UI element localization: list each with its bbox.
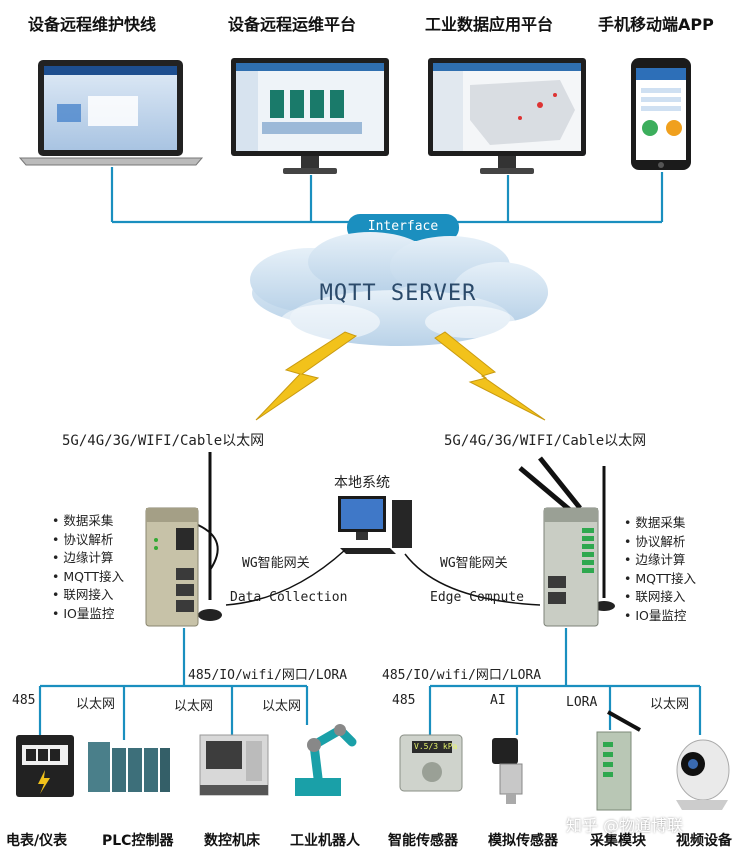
title-industrial-data-platform: 工业数据应用平台 bbox=[425, 15, 554, 34]
branch-label-ethernet: 以太网 bbox=[174, 699, 214, 714]
data-collection-label: Data Collection bbox=[230, 590, 348, 605]
branch-label-ethernet: 以太网 bbox=[76, 697, 116, 712]
bus-right-label: 485/IO/wifi/网口/LORA bbox=[382, 668, 542, 683]
device-label-collection-module: 采集模块 bbox=[590, 833, 646, 849]
feature-item: • 数据采集 bbox=[52, 513, 114, 528]
branch-label-485: 485 bbox=[392, 693, 416, 708]
branch-label-ethernet: 以太网 bbox=[650, 697, 690, 712]
device-label-smart-sensor: 智能传感器 bbox=[388, 833, 458, 849]
sensor-display-text: V.5/3 kPa bbox=[414, 742, 458, 751]
feature-item: • 边缘计算 bbox=[52, 550, 114, 566]
feature-item: • MQTT接入 bbox=[624, 570, 697, 586]
local-system-label: 本地系统 bbox=[334, 475, 390, 491]
meter-icon bbox=[16, 735, 74, 797]
monitor-ops-icon bbox=[231, 58, 389, 174]
device-label-video: 视频设备 bbox=[676, 833, 732, 849]
branch-label-ethernet: 以太网 bbox=[262, 699, 302, 714]
feature-item: • 联网接入 bbox=[624, 589, 686, 605]
local-computer-icon bbox=[338, 496, 412, 554]
lightning-right-icon bbox=[434, 331, 546, 421]
analog-sensor-icon bbox=[492, 738, 523, 804]
branch-label-485: 485 bbox=[12, 693, 36, 708]
feature-item: • IO量监控 bbox=[624, 607, 687, 623]
gateway-left-label: WG智能网关 bbox=[242, 556, 310, 571]
features-left-list: • 数据采集 • 协议解析 • 边缘计算 • MQTT接入 • 联网接入 • I… bbox=[52, 512, 124, 624]
title-remote-maintenance: 设备远程维护快线 bbox=[28, 15, 157, 34]
interface-label: Interface bbox=[367, 219, 439, 234]
branch-label-lora: LORA bbox=[566, 695, 598, 710]
gateway-right-label: WG智能网关 bbox=[440, 556, 508, 571]
network-right-label: 5G/4G/3G/WIFI/Cable以太网 bbox=[444, 433, 647, 449]
features-right-list: • 数据采集 • 协议解析 • 边缘计算 • MQTT接入 • 联网接入 • I… bbox=[624, 514, 696, 626]
camera-icon bbox=[676, 739, 730, 810]
laptop-icon bbox=[18, 60, 204, 166]
device-label-plc: PLC控制器 bbox=[102, 833, 174, 849]
bus-left-label: 485/IO/wifi/网口/LORA bbox=[188, 668, 348, 683]
title-mobile-app: 手机移动端APP bbox=[598, 15, 714, 34]
title-remote-ops-platform: 设备远程运维平台 bbox=[228, 15, 357, 34]
feature-item: • 数据采集 bbox=[624, 515, 686, 530]
device-label-robot: 工业机器人 bbox=[290, 833, 360, 849]
lightning-left-icon bbox=[255, 331, 358, 421]
feature-item: • 协议解析 bbox=[624, 533, 686, 549]
mqtt-server-label: MQTT SERVER bbox=[319, 281, 477, 306]
monitor-data-icon bbox=[428, 58, 586, 174]
feature-item: • IO量监控 bbox=[52, 605, 115, 621]
feature-item: • 联网接入 bbox=[52, 587, 114, 603]
cloud-icon bbox=[250, 232, 548, 346]
gateway-right-icon bbox=[518, 456, 615, 627]
device-label-analog-sensor: 模拟传感器 bbox=[488, 833, 558, 849]
watermark: 知乎 @物通博联 bbox=[566, 816, 684, 835]
edge-compute-label: Edge Compute bbox=[430, 590, 524, 605]
gateway-left-icon bbox=[145, 452, 222, 627]
smart-sensor-icon bbox=[399, 734, 463, 792]
feature-item: • 边缘计算 bbox=[624, 552, 686, 568]
branch-label-ai: AI bbox=[490, 693, 506, 708]
feature-item: • 协议解析 bbox=[52, 531, 114, 547]
device-label-cnc: 数控机床 bbox=[204, 833, 260, 849]
bottom-connector-lines bbox=[38, 628, 702, 740]
network-left-label: 5G/4G/3G/WIFI/Cable以太网 bbox=[62, 433, 265, 449]
smartphone-icon bbox=[631, 58, 691, 170]
feature-item: • MQTT接入 bbox=[52, 568, 125, 584]
robot-arm-icon bbox=[295, 724, 357, 796]
collection-module-icon bbox=[596, 710, 641, 811]
plc-icon bbox=[88, 742, 170, 792]
device-label-meter: 电表/仪表 bbox=[6, 833, 68, 849]
cnc-machine-icon bbox=[199, 734, 269, 796]
